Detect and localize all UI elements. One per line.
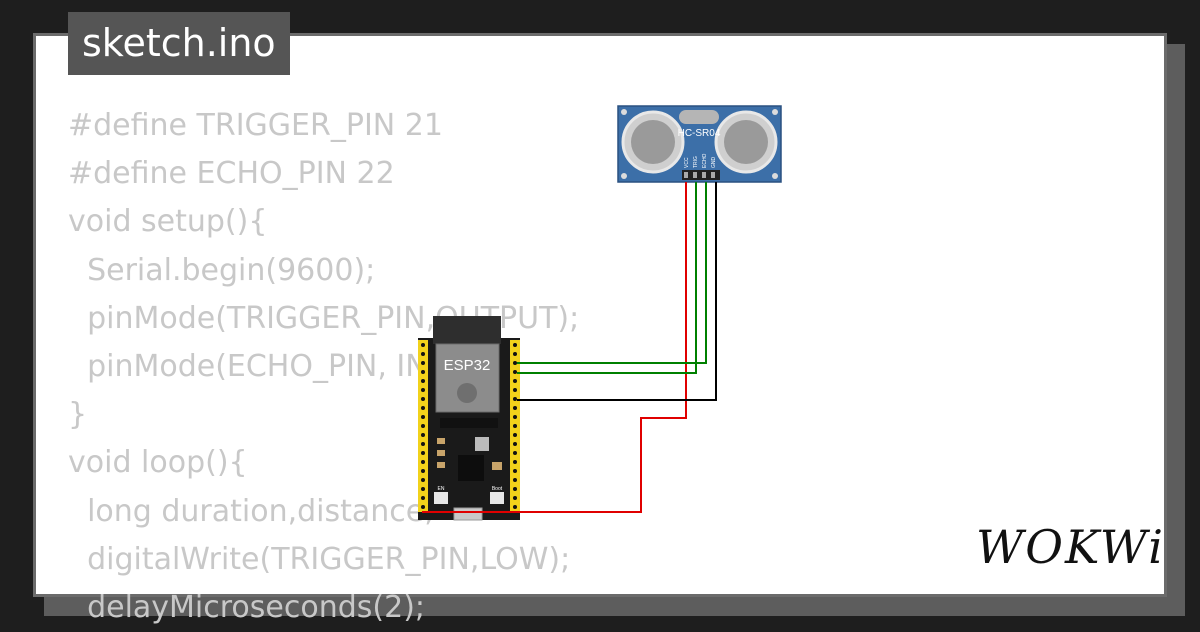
pin-hole [513, 397, 517, 401]
pin-hole [421, 442, 425, 446]
usb-port [453, 507, 483, 521]
pin-label-trig: TRIG [693, 156, 699, 168]
pin-hole [421, 433, 425, 437]
pin-hole [513, 388, 517, 392]
en-button[interactable] [434, 492, 448, 504]
pin-label-vcc: VCC [684, 157, 690, 168]
code-line: void loop(){ [68, 445, 248, 481]
espressif-logo-icon [457, 383, 477, 403]
esp32-label: ESP32 [444, 357, 491, 374]
pin-hole [513, 469, 517, 473]
boot-button[interactable] [490, 492, 504, 504]
trig-wire[interactable] [517, 182, 697, 374]
code-line: void setup(){ [68, 204, 268, 240]
smd-component [437, 438, 445, 444]
simulation-canvas [33, 33, 1167, 597]
pin-hole [421, 370, 425, 374]
smd-component [437, 462, 445, 468]
pin-hole [421, 478, 425, 482]
mount-hole [621, 109, 627, 115]
en-label: EN [438, 486, 445, 492]
transducer-mesh [724, 120, 768, 164]
usb-uart-chip [458, 455, 484, 481]
pin-hole [421, 469, 425, 473]
pin-hole [513, 406, 517, 410]
code-line: Serial.begin(9600); [68, 252, 376, 288]
pin-hole [421, 406, 425, 410]
code-editor: #define TRIGGER_PIN 21 #define ECHO_PIN 2… [68, 102, 579, 632]
boot-label: Boot [492, 486, 503, 492]
pin-hole [513, 496, 517, 500]
pin-holes-left [421, 343, 425, 509]
pin-trig[interactable] [693, 172, 697, 178]
pin-hole [421, 451, 425, 455]
code-line: #define TRIGGER_PIN 21 [68, 108, 443, 143]
pin-hole [513, 433, 517, 437]
pin-hole [513, 379, 517, 383]
pin-hole [421, 415, 425, 419]
pin-hole [421, 352, 425, 356]
smd-component [437, 450, 445, 456]
pin-gnd[interactable] [711, 172, 715, 178]
file-tab[interactable]: sketch.ino [68, 12, 290, 75]
pin-hole [421, 487, 425, 491]
chip-row [440, 418, 498, 428]
pin-hole [513, 478, 517, 482]
code-line: digitalWrite(TRIGGER_PIN,LOW); [68, 541, 571, 577]
canvas-shadow-bottom [44, 596, 1184, 616]
mount-hole [621, 173, 627, 179]
mount-hole [772, 173, 778, 179]
pin-hole [513, 370, 517, 374]
code-line: #define ECHO_PIN 22 [68, 156, 395, 192]
pin-hole [421, 424, 425, 428]
antenna [433, 316, 501, 344]
ultrasonic-sensor[interactable]: HC-SR04 VCC TRIG ECHO GND [617, 105, 782, 183]
led [475, 437, 489, 451]
code-line: delayMicroseconds(2); [68, 589, 426, 625]
pin-hole [513, 424, 517, 428]
echo-wire[interactable] [517, 182, 707, 364]
vcc-wire[interactable] [422, 182, 687, 513]
pin-vcc[interactable] [684, 172, 688, 178]
crystal [679, 110, 719, 124]
pin-label-gnd: GND [711, 157, 717, 169]
code-line: long duration,distance; [68, 493, 435, 529]
sensor-label: HC-SR04 [678, 128, 721, 139]
pin-hole [513, 352, 517, 356]
pin-hole [513, 451, 517, 455]
pin-hole [421, 397, 425, 401]
canvas-shadow-right [1165, 44, 1185, 616]
pin-hole [421, 343, 425, 347]
pin-hole [421, 460, 425, 464]
pin-hole [421, 361, 425, 365]
pin-hole [513, 460, 517, 464]
gnd-wire[interactable] [517, 182, 717, 401]
pin-hole [421, 505, 425, 509]
pin-hole [421, 379, 425, 383]
pin-hole [513, 442, 517, 446]
pin-hole [513, 361, 517, 365]
smd-component [492, 462, 502, 470]
pin-hole [513, 343, 517, 347]
mount-hole [772, 109, 778, 115]
pin-label-echo: ECHO [702, 153, 708, 168]
wokwi-logo[interactable]: WOKWi [976, 520, 1165, 574]
pin-holes-right [513, 343, 517, 509]
pin-header [682, 170, 720, 180]
code-line: } [68, 397, 88, 433]
pin-echo[interactable] [702, 172, 706, 178]
pin-hole [421, 388, 425, 392]
esp32-board[interactable]: ESP32 Boot EN [418, 316, 520, 521]
pin-hole [513, 415, 517, 419]
pin-hole [513, 487, 517, 491]
transducer-mesh [631, 120, 675, 164]
pin-hole [513, 505, 517, 509]
pin-hole [421, 496, 425, 500]
